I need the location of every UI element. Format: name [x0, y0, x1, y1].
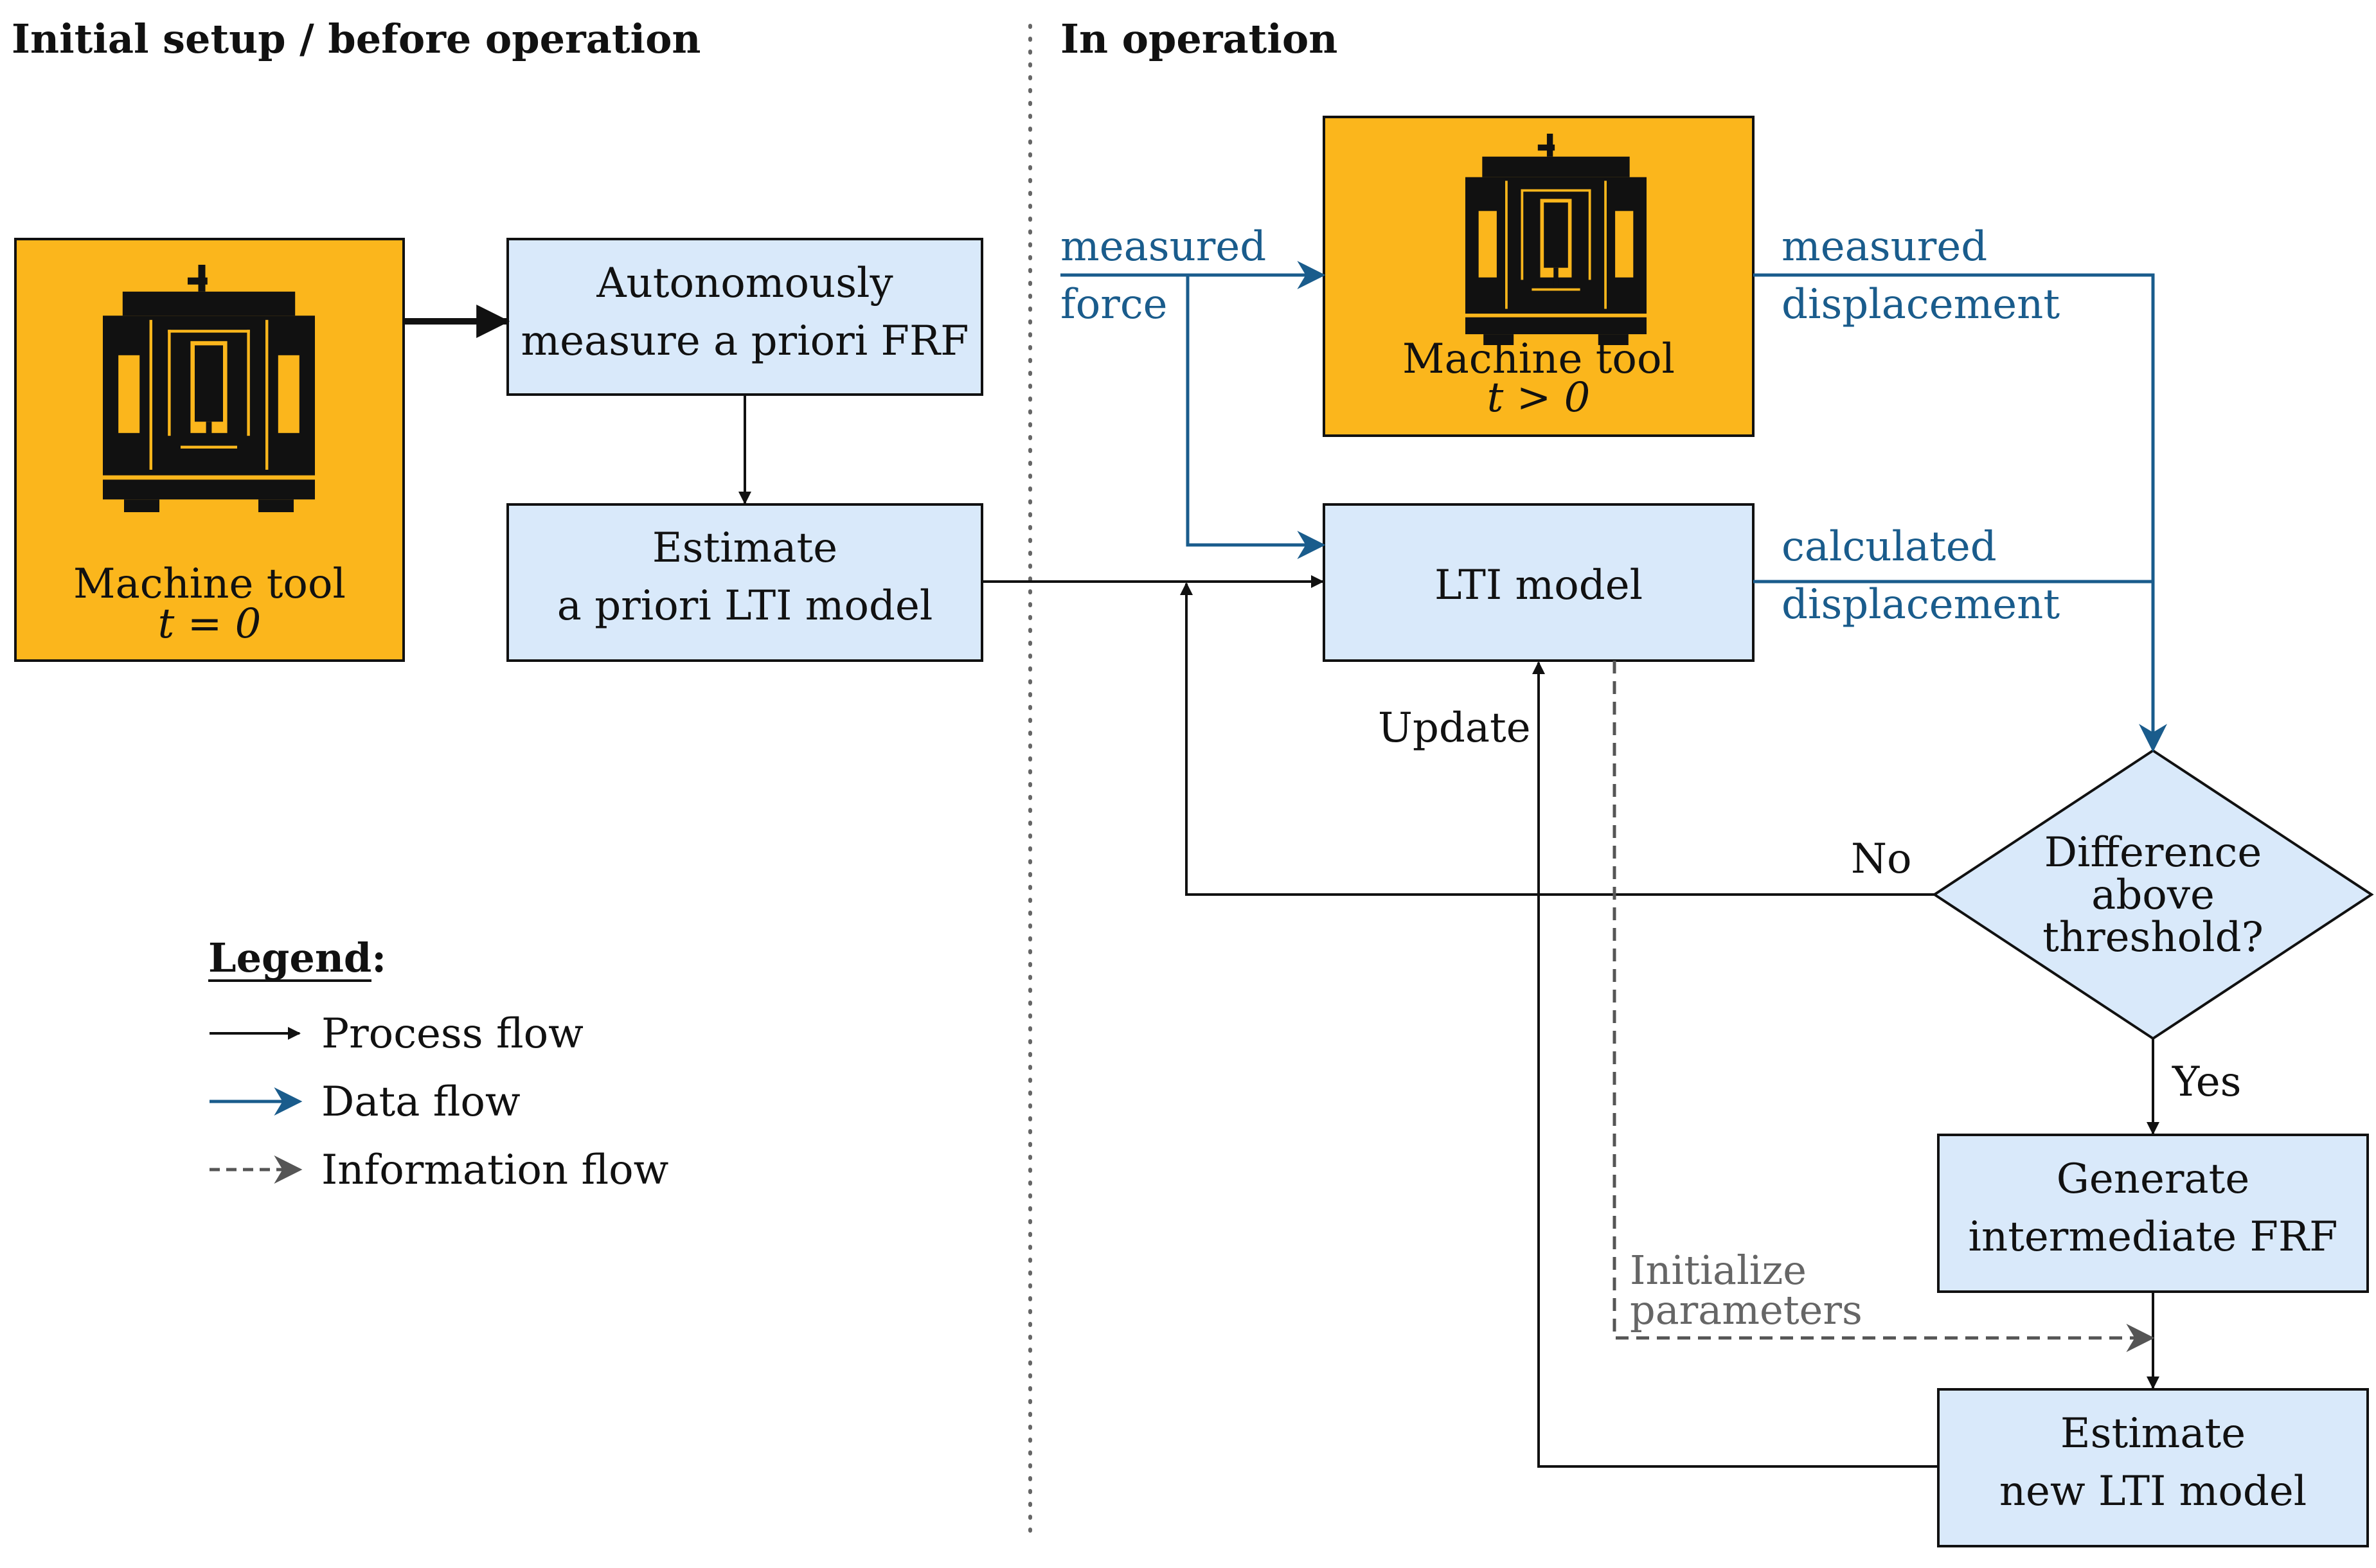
header-in-operation: In operation	[1060, 15, 1337, 62]
measure-frf-line1: Autonomously	[596, 260, 893, 307]
label-calculated-displacement-1: calculated	[1782, 523, 1997, 571]
label-measured-force-2: force	[1060, 281, 1168, 328]
legend-title: Legend:	[208, 934, 386, 981]
label-no: No	[1851, 835, 1912, 883]
machine-tool-initial-label: Machine tool	[73, 560, 346, 608]
data-arrow-force-to-lti	[1186, 275, 1326, 559]
machine-tool-op-time: t > 0	[1487, 374, 1591, 422]
machine-tool-icon	[103, 265, 315, 512]
legend: Legend: Process flow Data flow Informati…	[208, 934, 668, 1194]
label-measured-displacement-1: measured	[1782, 223, 1987, 271]
label-measured-displacement-2: displacement	[1782, 281, 2060, 328]
label-measured-force-1: measured	[1060, 223, 1266, 271]
estimate-lti-line1: Estimate	[652, 524, 837, 572]
info-arrow-initialize-parameters	[1612, 661, 2155, 1352]
machine-tool-op-label: Machine tool	[1402, 335, 1675, 383]
label-initialize-1: Initialize	[1630, 1247, 1807, 1294]
estimate-lti-box	[506, 503, 983, 662]
estimate-new-box	[1937, 1388, 2369, 1547]
decision-line2: above	[2091, 871, 2215, 919]
legend-info-flow-label: Information flow	[321, 1146, 668, 1194]
arrow-no-loop	[1180, 582, 1934, 896]
label-calculated-displacement-2: displacement	[1782, 581, 2060, 628]
estimate-lti-line2: a priori LTI model	[557, 582, 933, 630]
estimate-new-line2: new LTI model	[1999, 1468, 2307, 1515]
measure-frf-line2: measure a priori FRF	[521, 317, 969, 365]
decision-line3: threshold?	[2042, 914, 2264, 961]
generate-frf-line1: Generate	[2057, 1155, 2249, 1203]
arrow-update	[1532, 661, 1938, 1468]
decision-line1: Difference	[2044, 829, 2262, 877]
label-update: Update	[1378, 704, 1531, 752]
machine-tool-initial-time: t = 0	[158, 600, 262, 648]
machine-tool-icon-op	[1465, 134, 1647, 345]
header-initial-setup: Initial setup / before operation	[12, 15, 701, 62]
legend-data-flow-label: Data flow	[321, 1078, 521, 1126]
lti-model-label: LTI model	[1434, 562, 1643, 609]
label-yes: Yes	[2172, 1058, 2241, 1106]
legend-process-flow-label: Process flow	[321, 1010, 584, 1058]
estimate-new-line1: Estimate	[2060, 1410, 2246, 1457]
label-initialize-2: parameters	[1630, 1287, 1862, 1333]
data-arrow-measured-displacement	[1753, 273, 2167, 753]
measure-frf-box	[506, 238, 983, 396]
generate-frf-box	[1937, 1134, 2369, 1293]
lti-model-box	[1323, 503, 1755, 662]
generate-frf-line2: intermediate FRF	[1969, 1213, 2338, 1261]
